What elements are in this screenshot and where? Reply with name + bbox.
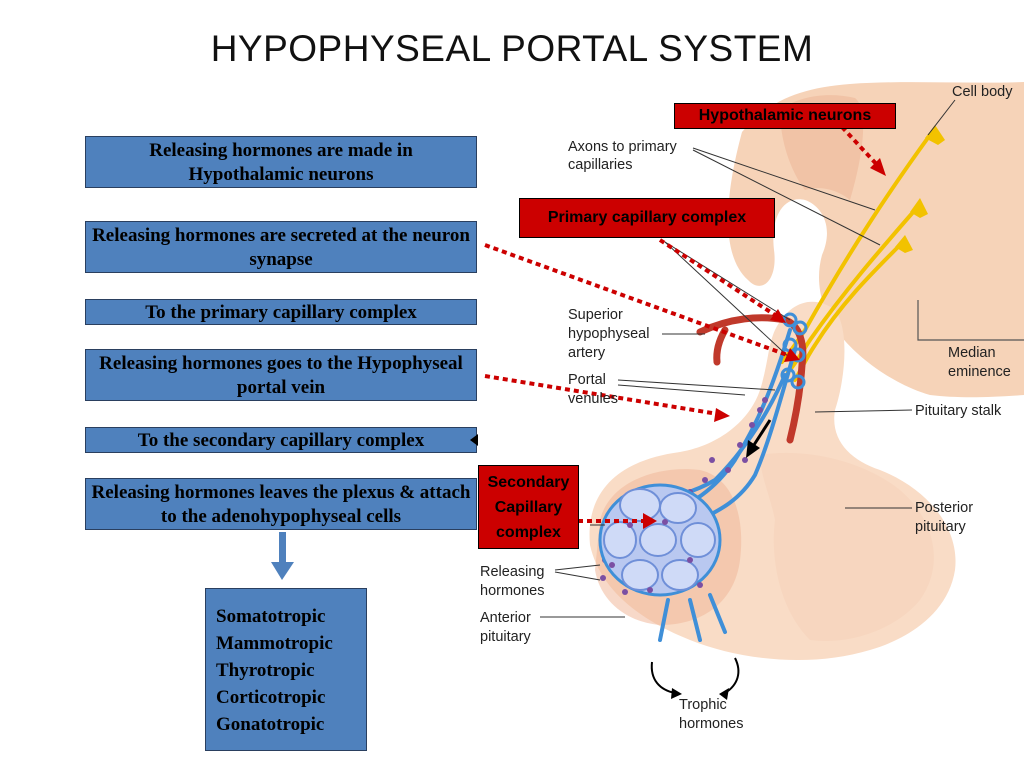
step-box-2: Releasing hormones are secreted at the n… bbox=[85, 221, 477, 273]
red-dotted-arrows bbox=[484, 125, 882, 523]
hormone-types-box: Somatotropic Mammotropic Thyrotropic Cor… bbox=[205, 588, 367, 751]
label-superior-2: hypophyseal bbox=[568, 326, 649, 342]
secondary-capillary-plexus bbox=[598, 483, 722, 597]
step-pointer-icon bbox=[470, 434, 478, 446]
trophic-arrows-icon bbox=[650, 657, 740, 694]
hormone-type: Mammotropic bbox=[216, 633, 333, 654]
down-arrow-icon bbox=[271, 532, 294, 580]
label-axons-2: capillaries bbox=[568, 157, 632, 173]
releasing-hormone-dots bbox=[600, 397, 768, 595]
hormone-type: Thyrotropic bbox=[216, 660, 315, 681]
primary-capillary-label: Primary capillary complex bbox=[519, 198, 775, 238]
label-portal-2: venules bbox=[568, 391, 618, 407]
secondary-label-line: Capillary bbox=[494, 499, 563, 516]
hormone-type: Corticotropic bbox=[216, 687, 326, 708]
label-superior: Superior bbox=[568, 307, 623, 323]
cell-body-icon bbox=[895, 125, 945, 253]
label-trophic: Trophic bbox=[679, 697, 727, 713]
label-posterior-2: pituitary bbox=[915, 519, 967, 535]
label-median: Median bbox=[948, 345, 996, 361]
label-median-2: eminence bbox=[948, 364, 1011, 380]
label-releasing: Releasing bbox=[480, 564, 545, 580]
step-box-4: Releasing hormones goes to the Hypophyse… bbox=[85, 349, 477, 401]
label-releasing-2: hormones bbox=[480, 583, 544, 599]
page-title: HYPOPHYSEAL PORTAL SYSTEM bbox=[210, 28, 814, 69]
label-superior-3: artery bbox=[568, 345, 606, 361]
label-trophic-2: hormones bbox=[679, 716, 743, 732]
hormone-type: Gonatotropic bbox=[216, 714, 325, 735]
secondary-label-line: Secondary bbox=[487, 474, 570, 491]
secondary-label-line: complex bbox=[496, 524, 561, 541]
leader-lines bbox=[540, 99, 956, 618]
posterior-pituitary bbox=[760, 452, 934, 641]
label-cell-body: Cell body bbox=[952, 84, 1013, 100]
step-box-6: Releasing hormones leaves the plexus & a… bbox=[85, 478, 477, 530]
label-axons: Axons to primary bbox=[568, 139, 678, 155]
label-portal: Portal bbox=[568, 372, 606, 388]
label-anterior-2: pituitary bbox=[480, 629, 532, 645]
median-eminence-bracket bbox=[917, 300, 1024, 341]
hormone-type: Somatotropic bbox=[216, 606, 326, 627]
secondary-capillary-label: Secondary Capillary complex bbox=[478, 465, 579, 549]
label-posterior: Posterior bbox=[915, 500, 973, 516]
step-box-5: To the secondary capillary complex bbox=[85, 427, 477, 453]
label-anterior: Anterior bbox=[480, 610, 531, 626]
label-stalk: Pituitary stalk bbox=[915, 403, 1002, 419]
step-box-3: To the primary capillary complex bbox=[85, 299, 477, 325]
red-arrowhead-icon bbox=[643, 158, 886, 529]
stalk-arrow-icon bbox=[746, 419, 772, 458]
hypothalamic-neurons-label: Hypothalamic neurons bbox=[674, 103, 896, 129]
step-box-1: Releasing hormones are made in Hypothala… bbox=[85, 136, 477, 188]
